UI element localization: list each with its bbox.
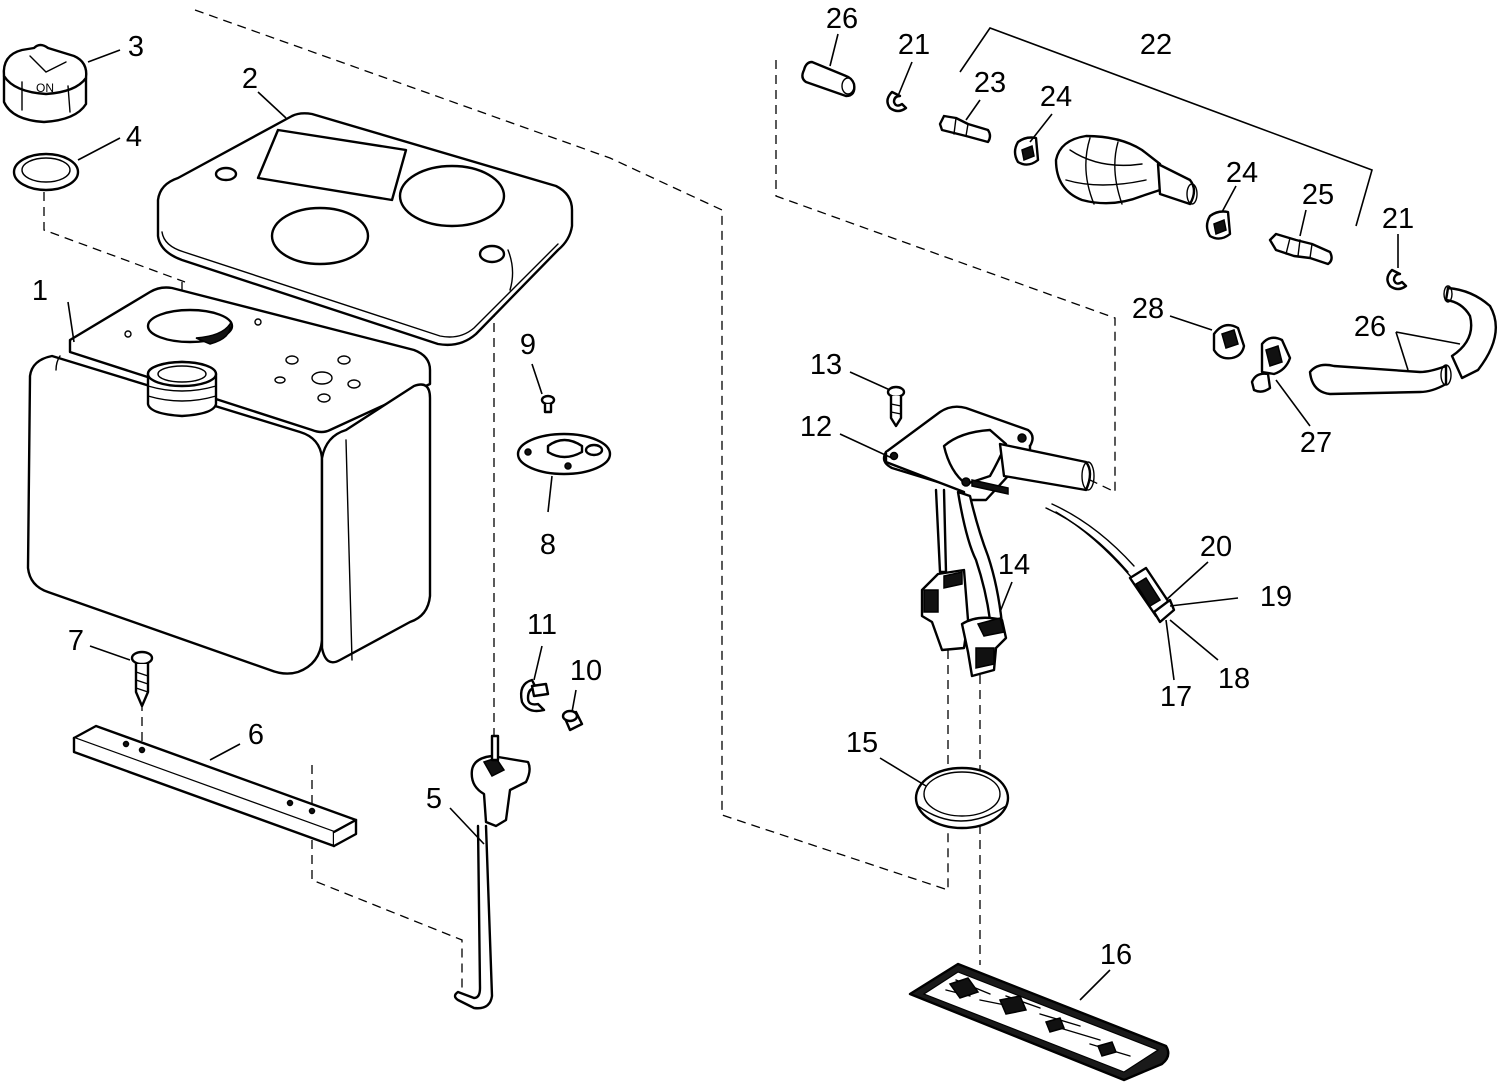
- callout-21-right: 21: [1382, 203, 1414, 235]
- callout-labels: 1 2 3 4 5 6 7 8 9 10 11 12 13 14 15 16 1…: [32, 3, 1414, 971]
- callout-20: 20: [1200, 531, 1232, 563]
- fuel-pickup-assembly-part: [882, 405, 1095, 678]
- callout-27: 27: [1300, 427, 1332, 459]
- callout-26-hose: 26: [1354, 311, 1386, 343]
- primer-bulb-part: [1054, 134, 1198, 206]
- sender-screw-part: [886, 385, 906, 428]
- gauge-screw-part: [540, 394, 556, 414]
- callout-12: 12: [800, 411, 832, 443]
- mounting-bracket-part: [72, 724, 358, 848]
- callout-2: 2: [242, 63, 258, 95]
- hose-connector-27-part: [1250, 336, 1292, 393]
- callout-8: 8: [540, 529, 556, 561]
- callout-23: 23: [974, 67, 1006, 99]
- callout-15: 15: [846, 727, 878, 759]
- clamp-24-right: [1205, 210, 1232, 240]
- tank-cover-part: [156, 112, 574, 347]
- hose-clamp-28-part: [1212, 323, 1246, 360]
- check-valve-25-part: [1268, 232, 1333, 266]
- decal-plate-part: [908, 962, 1170, 1082]
- callout-5: 5: [426, 783, 442, 815]
- callout-25: 25: [1302, 179, 1334, 211]
- callout-1: 1: [32, 275, 48, 307]
- callout-13: 13: [810, 349, 842, 381]
- callout-3: 3: [128, 31, 144, 63]
- callout-24-right: 24: [1226, 157, 1258, 189]
- sender-gasket-part: [914, 766, 1010, 830]
- callout-11: 11: [527, 609, 557, 641]
- hose-clip-part: [519, 678, 550, 713]
- wire-connector-part: [1045, 503, 1176, 624]
- callout-28: 28: [1132, 293, 1164, 325]
- callout-19: 19: [1260, 581, 1292, 613]
- hose-sleeve-part: [801, 60, 856, 98]
- callout-21-left: 21: [898, 29, 930, 61]
- filler-cap-part: ON: [2, 43, 88, 124]
- hose-clamp-small-right: [1386, 268, 1408, 291]
- bushing-part: [561, 709, 584, 732]
- callout-26-top: 26: [826, 3, 858, 35]
- callout-24-left: 24: [1040, 81, 1072, 113]
- callout-6: 6: [248, 719, 264, 751]
- assembly-guide-lines: [43, 9, 1116, 1000]
- callout-leaders: [67, 27, 1461, 1001]
- callout-16: 16: [1100, 939, 1132, 971]
- callout-17: 17: [1160, 681, 1192, 713]
- callout-14: 14: [998, 549, 1030, 581]
- fuel-gauge-part: [453, 734, 531, 1010]
- fuel-tank-part: [26, 286, 432, 675]
- cap-marking-text: ON: [36, 81, 54, 95]
- cap-gasket-part: [12, 152, 80, 192]
- callout-7: 7: [68, 625, 84, 657]
- gauge-flange-part: [516, 432, 612, 476]
- callout-22: 22: [1140, 29, 1172, 61]
- hose-clamp-small-left: [886, 90, 908, 113]
- callout-4: 4: [126, 121, 142, 153]
- fitting-23-part: [938, 114, 992, 144]
- callout-18: 18: [1218, 663, 1250, 695]
- clamp-24-left: [1013, 136, 1040, 166]
- mounting-screw-part: [130, 650, 154, 708]
- callout-9: 9: [520, 329, 536, 361]
- fuel-hose-26-part: [1308, 285, 1497, 396]
- callout-10: 10: [570, 655, 602, 687]
